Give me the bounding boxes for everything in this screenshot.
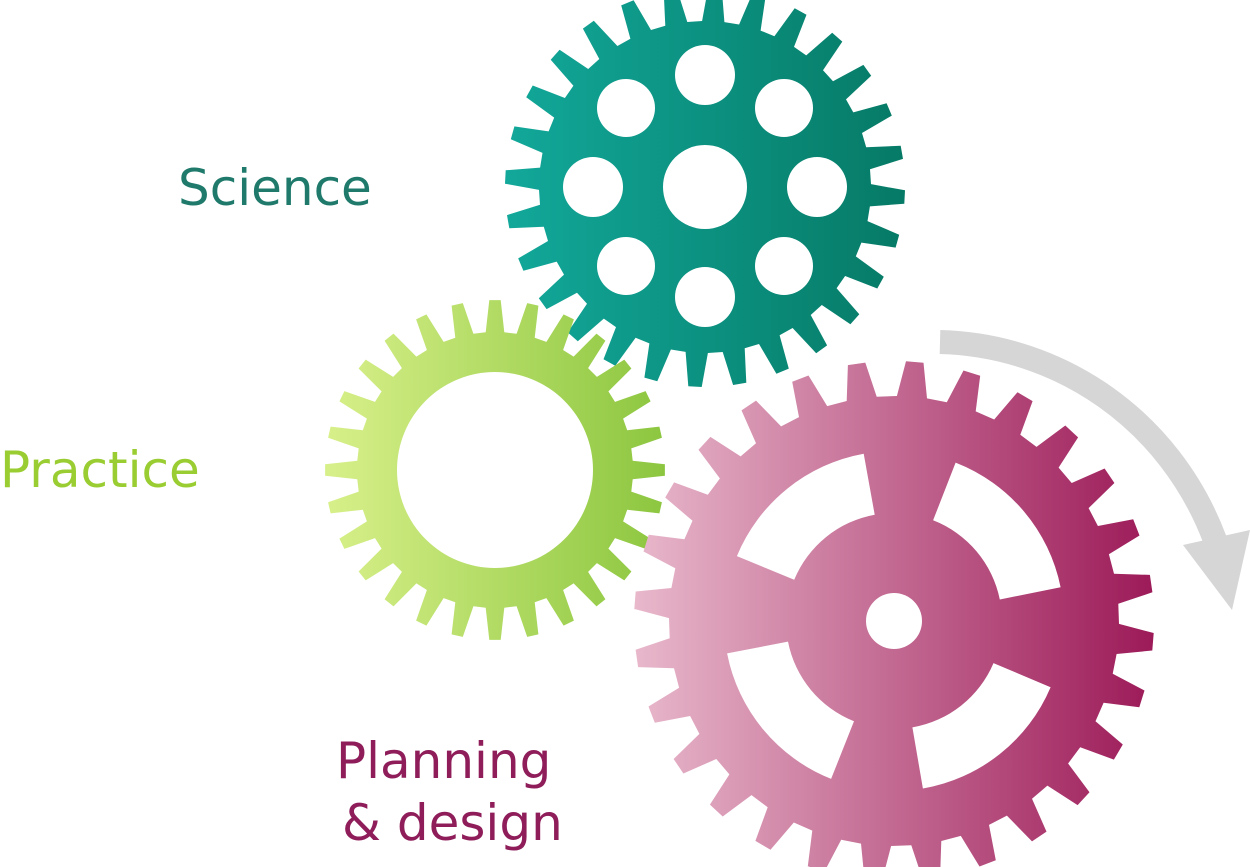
rotation-arrow bbox=[939, 330, 1250, 610]
practice-label: Practice bbox=[0, 441, 200, 499]
planning-design-label: Planning & design bbox=[336, 730, 563, 854]
planning-gear bbox=[634, 361, 1154, 867]
science-gear-holes bbox=[563, 45, 847, 327]
science-gear bbox=[505, 0, 905, 387]
planning-label-line2: & design bbox=[342, 794, 563, 852]
practice-gear bbox=[325, 300, 665, 640]
planning-gear-cutouts bbox=[727, 453, 1061, 789]
planning-label-line1: Planning bbox=[336, 732, 552, 790]
science-label: Science bbox=[178, 159, 372, 217]
